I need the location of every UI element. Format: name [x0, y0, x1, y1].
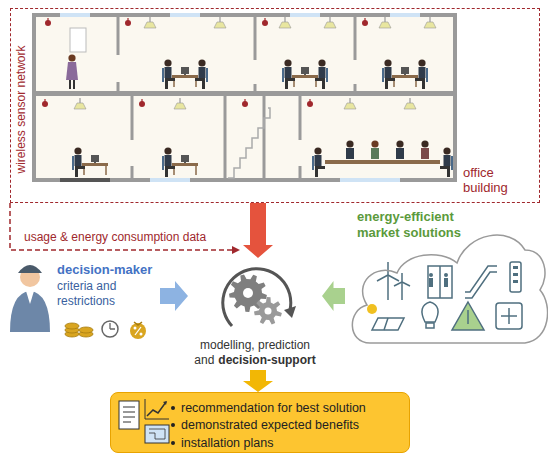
flow-arrow	[160, 281, 188, 311]
result-box: recommendation for best solutiondemonstr…	[110, 392, 410, 453]
node-text: criteria and restrictions	[57, 279, 158, 309]
building-region: office building	[10, 8, 540, 203]
node-text: energy-efficient market solutions	[357, 209, 469, 242]
decision-maker-box: decision-makercriteria and restrictions	[5, 258, 160, 343]
label-holder: usage & energy consumption data	[22, 230, 208, 244]
flow-arrow	[243, 203, 273, 258]
node-text: office building	[463, 165, 533, 196]
list-item: installation plans	[181, 435, 401, 451]
result-icons	[111, 393, 175, 451]
flow-arrow	[322, 281, 345, 311]
list-item: recommendation for best solution	[181, 400, 401, 416]
label-holder: wireless sensor network	[14, 40, 29, 180]
network-label: wireless sensor network	[14, 40, 28, 180]
decision-support-box: modelling, prediction anddecision-suppor…	[188, 258, 322, 370]
list-item: demonstrated expected benefits	[181, 417, 401, 433]
flow-arrow	[243, 370, 273, 392]
market-cloud: energy-efficient market solutions	[345, 205, 548, 350]
node-text: decision-support	[218, 353, 315, 367]
node-text: decision-maker	[57, 262, 158, 279]
edge-label: usage & energy consumption data	[22, 230, 208, 244]
